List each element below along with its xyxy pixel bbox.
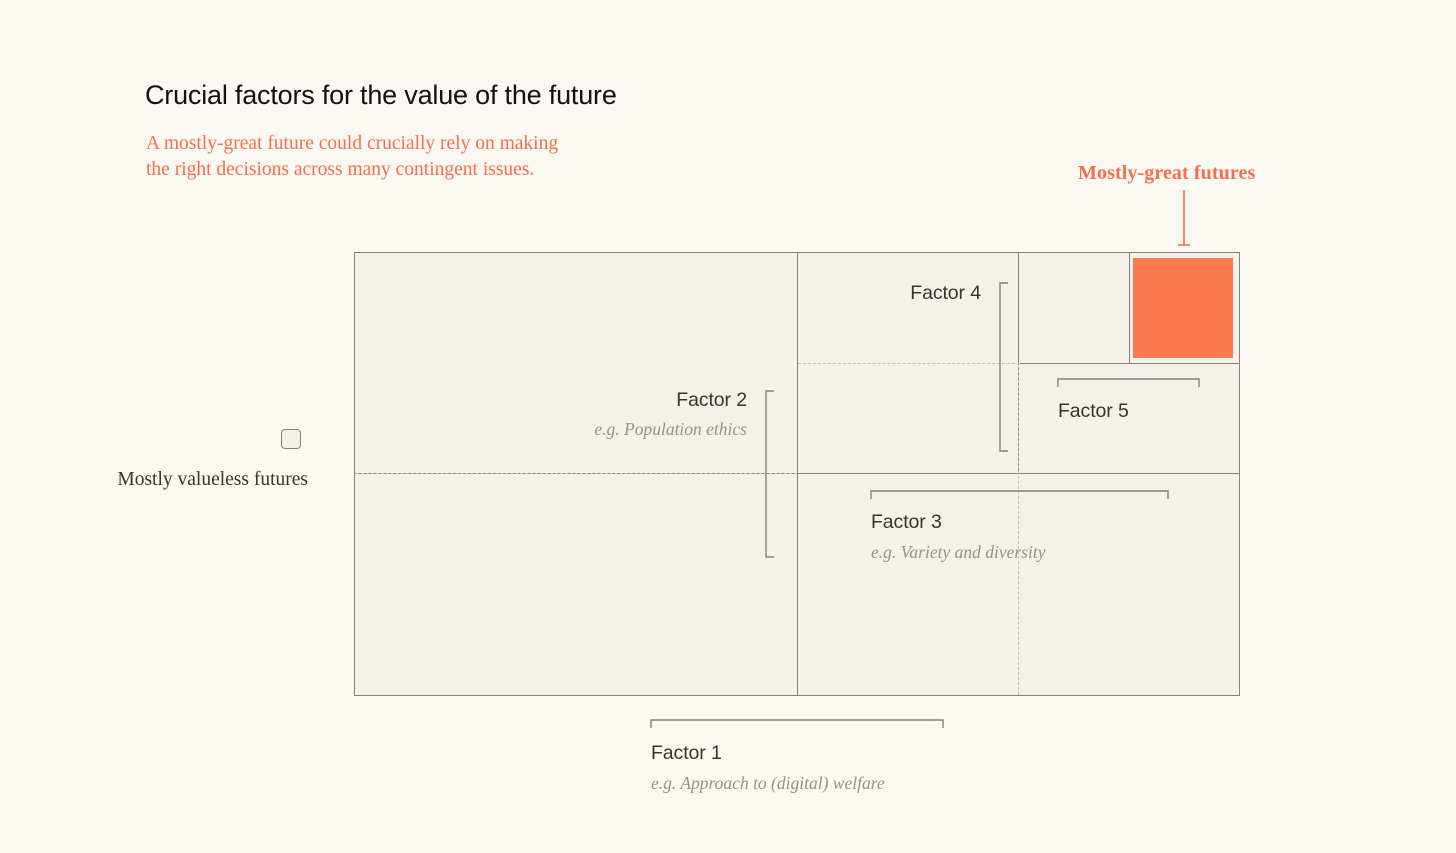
factor-4-label: Factor 4 xyxy=(910,282,981,304)
factor-1-label: Factor 1 xyxy=(651,742,722,764)
dashed-guide-horizontal-right-upper xyxy=(798,363,1020,364)
cell-right-upper-inner-left xyxy=(1018,252,1130,364)
factor-1-bracket xyxy=(650,719,944,728)
factor-5-label: Factor 5 xyxy=(1058,400,1129,422)
mostly-great-futures-square xyxy=(1133,258,1233,358)
factor-3-label: Factor 3 xyxy=(871,511,942,533)
cell-left-top xyxy=(354,252,798,474)
factor-1-example: e.g. Approach to (digital) welfare xyxy=(651,773,885,793)
factor-3-example: e.g. Variety and diversity xyxy=(871,542,1046,562)
factor-3-bracket xyxy=(870,490,1169,499)
page-title: Crucial factors for the value of the fut… xyxy=(145,80,617,110)
factor-2-example: e.g. Population ethics xyxy=(594,419,747,439)
cell-left-bottom xyxy=(354,473,798,696)
cell-right-upper-lower-strip xyxy=(1018,363,1240,474)
factor-2-label: Factor 2 xyxy=(676,389,747,411)
mostly-great-futures-label: Mostly-great futures xyxy=(1078,162,1256,184)
factor-2-bracket xyxy=(765,390,774,558)
mostly-great-futures-pointer xyxy=(1178,190,1190,246)
page-subtitle: A mostly-great future could crucially re… xyxy=(146,133,559,180)
dashed-guide-horizontal-left xyxy=(356,473,797,474)
mostly-valueless-futures-swatch xyxy=(281,429,301,449)
mostly-valueless-futures-label: Mostly valueless futures xyxy=(117,469,308,490)
factor-5-bracket xyxy=(1057,378,1200,387)
factor-4-bracket xyxy=(999,282,1008,452)
dashed-guide-vertical-right xyxy=(1018,365,1019,695)
